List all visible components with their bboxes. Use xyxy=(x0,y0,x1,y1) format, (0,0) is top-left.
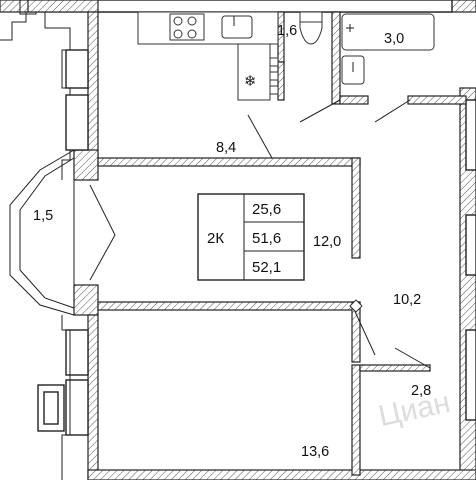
kitchen-fixtures: ❄ xyxy=(137,11,279,101)
outer-wall-bottom xyxy=(87,469,476,480)
door-swings xyxy=(247,99,431,369)
area-corridor: 10,2 xyxy=(393,292,421,308)
area-balcony: 1,5 xyxy=(33,208,53,224)
balcony-bay xyxy=(9,149,116,316)
area-bathroom-large: 3,0 xyxy=(384,31,404,47)
interior-walls xyxy=(97,11,467,476)
fridge-icon: ❄ xyxy=(244,72,257,90)
watermark: Циан xyxy=(376,386,453,433)
apartment-type: 2К xyxy=(207,230,224,247)
area-bathroom-small: 1,6 xyxy=(277,23,297,39)
wall-device xyxy=(37,384,65,432)
area-bedroom: 13,6 xyxy=(301,444,329,460)
outer-wall-left xyxy=(0,0,99,480)
summary-box: 2К 25,6 51,6 52,1 xyxy=(197,193,305,281)
total-with-balcony-value: 52,1 xyxy=(252,259,281,276)
outer-wall-right xyxy=(459,87,476,480)
total-area-value: 51,6 xyxy=(252,230,281,247)
area-living-room: 12,0 xyxy=(313,234,341,250)
area-kitchen: 8,4 xyxy=(216,140,236,156)
bathroom-fixtures xyxy=(299,11,435,85)
area-storage: 2,8 xyxy=(411,383,431,399)
living-area-value: 25,6 xyxy=(252,201,281,218)
